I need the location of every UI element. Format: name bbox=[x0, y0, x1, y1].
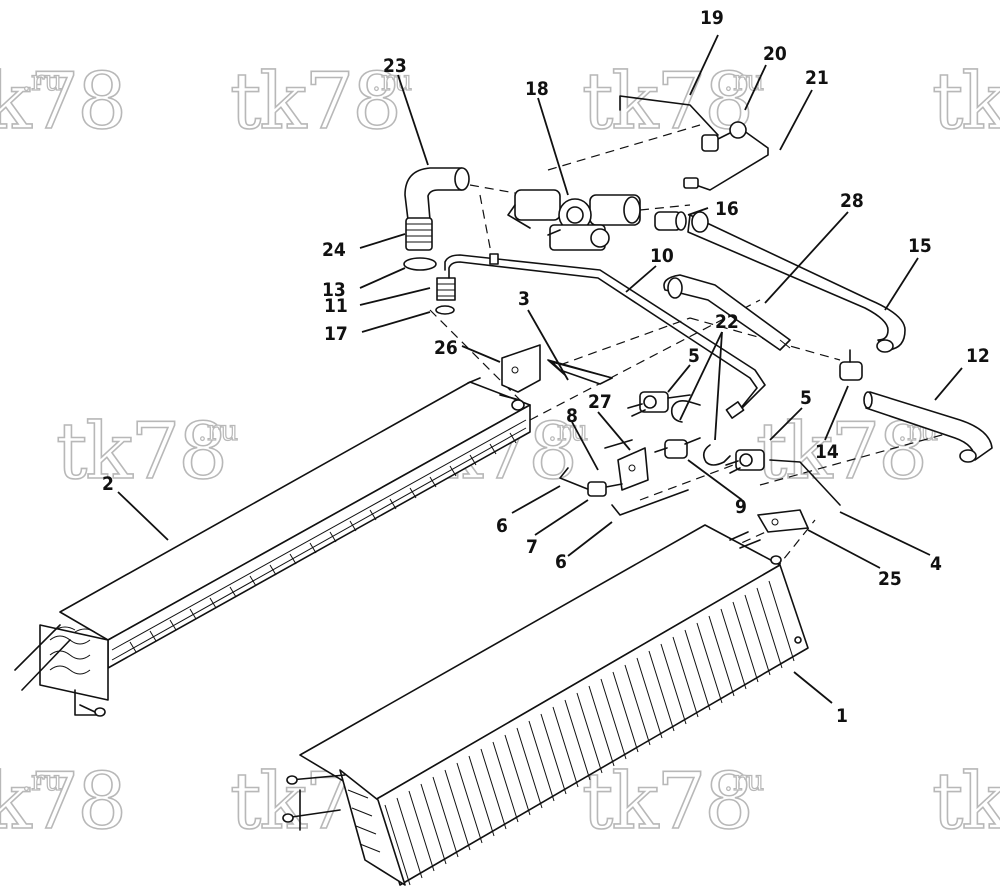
watermark-text: tk78 bbox=[756, 407, 926, 497]
callout-2: 2 bbox=[102, 473, 114, 495]
watermark-bottom-right: tk78 bbox=[931, 756, 1000, 848]
coil-lower bbox=[282, 524, 809, 886]
callout-1: 1 bbox=[836, 705, 848, 727]
watermark-middle-left: tk78 .ru bbox=[55, 406, 239, 498]
coil-upper bbox=[14, 377, 531, 717]
watermark-text: tk78 bbox=[932, 757, 1000, 847]
hose-assembly bbox=[654, 211, 906, 353]
watermark-suffix: .ru bbox=[372, 64, 412, 97]
callout-5-lower: 5 bbox=[800, 387, 812, 409]
tube-long bbox=[444, 253, 766, 419]
elbow-hose bbox=[403, 167, 470, 271]
bracket-3 bbox=[547, 359, 613, 385]
watermark-top-center-right: tk78 .ru bbox=[581, 56, 765, 148]
callout-9: 9 bbox=[735, 496, 747, 518]
service-valve-upper bbox=[627, 391, 691, 417]
watermark-text: tk78 bbox=[56, 407, 226, 497]
callout-24: 24 bbox=[322, 239, 346, 261]
small-tubes bbox=[559, 439, 689, 516]
watermark-top-center-left: tk78 .ru bbox=[229, 56, 413, 148]
watermark-suffix: .ru bbox=[724, 64, 764, 97]
fitting bbox=[435, 277, 456, 315]
callout-3: 3 bbox=[518, 288, 530, 310]
watermark-top-right: tk78 bbox=[931, 56, 1000, 148]
callout-labels: 19 20 21 23 18 16 28 24 13 10 15 11 17 3… bbox=[102, 7, 990, 727]
callout-10: 10 bbox=[650, 245, 674, 267]
watermark-text: tk78 bbox=[582, 757, 752, 847]
watermark-suffix: .ru bbox=[548, 414, 588, 447]
callout-13: 13 bbox=[322, 279, 346, 301]
valve-assembly bbox=[507, 189, 641, 251]
watermark-text: tk78 bbox=[582, 57, 752, 147]
watermark-suffix: .ru bbox=[22, 764, 62, 797]
callout-8: 8 bbox=[566, 405, 578, 427]
watermark-suffix: .ru bbox=[198, 414, 238, 447]
callout-19: 19 bbox=[700, 7, 724, 29]
watermark-suffix: .ru bbox=[22, 64, 62, 97]
bracket-26 bbox=[501, 344, 541, 393]
watermark-top-left: tk78 .ru bbox=[0, 56, 128, 148]
callout-6-lower: 6 bbox=[555, 551, 567, 573]
watermark-text: tk78 bbox=[0, 57, 125, 147]
callout-16: 16 bbox=[715, 198, 739, 220]
callout-23: 23 bbox=[383, 55, 407, 77]
callout-12: 12 bbox=[966, 345, 990, 367]
watermark-text: tk78 bbox=[0, 757, 125, 847]
watermark-text: tk78 bbox=[932, 57, 1000, 147]
bracket-25 bbox=[757, 509, 809, 533]
service-valve-lower bbox=[725, 449, 765, 474]
callout-14: 14 bbox=[815, 441, 839, 463]
watermark-suffix: .ru bbox=[724, 764, 764, 797]
watermark-layer: tk78 .ru tk78 .ru tk78 .ru tk78 tk78 .ru… bbox=[0, 56, 1000, 848]
tee-9 bbox=[654, 437, 701, 459]
callout-6-upper: 6 bbox=[496, 515, 508, 537]
capillary-lines bbox=[619, 95, 769, 191]
watermark-bottom-center-right: tk78 .ru bbox=[581, 756, 765, 848]
callout-26: 26 bbox=[434, 337, 458, 359]
hose-right bbox=[863, 391, 993, 463]
callout-20: 20 bbox=[763, 43, 787, 65]
watermark-bottom-left: tk78 .ru bbox=[0, 756, 128, 848]
callout-18: 18 bbox=[525, 78, 549, 100]
callout-5-upper: 5 bbox=[688, 345, 700, 367]
callout-4: 4 bbox=[930, 553, 942, 575]
callout-28: 28 bbox=[840, 190, 864, 212]
callout-17: 17 bbox=[324, 323, 348, 345]
leader-lines bbox=[117, 34, 963, 704]
callout-27: 27 bbox=[588, 391, 612, 413]
callout-7: 7 bbox=[526, 536, 538, 558]
callout-11: 11 bbox=[324, 295, 348, 317]
tee-fitting bbox=[839, 349, 863, 381]
callout-22: 22 bbox=[715, 311, 739, 333]
callout-15: 15 bbox=[908, 235, 932, 257]
tube-4 bbox=[769, 459, 841, 506]
u-tube-22 bbox=[670, 400, 731, 466]
watermark-text: tk78 bbox=[230, 57, 400, 147]
bracket-27 bbox=[617, 447, 649, 491]
callout-25: 25 bbox=[878, 568, 902, 590]
callout-21: 21 bbox=[805, 67, 829, 89]
